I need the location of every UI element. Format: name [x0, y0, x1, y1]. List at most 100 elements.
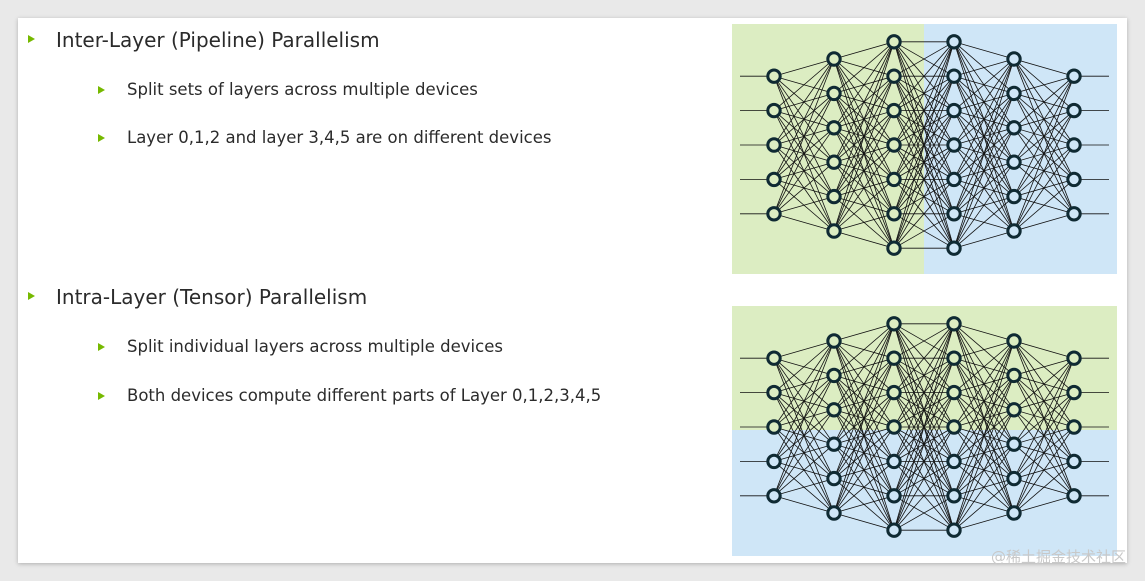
bullet-arrow-icon	[28, 35, 35, 43]
neuron-node	[886, 102, 902, 119]
connection	[833, 144, 895, 232]
neuron-node	[766, 68, 782, 84]
neuron-node	[886, 206, 902, 222]
connection	[953, 478, 1015, 531]
connection	[773, 478, 835, 497]
connection	[1013, 76, 1075, 197]
neuron-node	[1006, 367, 1022, 384]
neuron-node	[766, 350, 782, 366]
neuron-node	[946, 350, 962, 366]
neuron-node	[1006, 154, 1022, 170]
connection	[833, 323, 895, 342]
neuron-node	[766, 453, 782, 470]
connection	[773, 58, 835, 180]
neuron-node	[886, 316, 902, 332]
connection	[893, 323, 955, 393]
neuron-node	[1066, 206, 1082, 222]
connection	[773, 375, 835, 496]
connection	[893, 426, 955, 531]
connection	[773, 58, 835, 146]
connection	[1013, 358, 1075, 479]
watermark: @稀土掘金技术社区	[990, 548, 1126, 566]
connection	[953, 58, 1015, 180]
connection	[833, 392, 895, 514]
connection	[833, 461, 895, 514]
connection	[953, 340, 1015, 462]
neuron-node	[886, 171, 902, 188]
connection	[1013, 357, 1075, 445]
neuron-node	[1006, 188, 1022, 205]
neuron-node	[946, 453, 962, 470]
connection	[953, 58, 1015, 111]
connection	[833, 41, 895, 94]
neuron-node	[1006, 470, 1022, 487]
connection	[893, 323, 955, 428]
neuron-node	[946, 171, 962, 188]
neuron-node	[946, 206, 962, 222]
neuron-node	[826, 154, 842, 170]
connection	[773, 409, 835, 497]
connection	[1013, 110, 1075, 232]
neuron-node	[946, 384, 962, 401]
connection	[893, 392, 955, 531]
connection	[953, 375, 1015, 531]
neuron-node	[826, 333, 842, 349]
neuron-node	[1066, 102, 1082, 119]
connection	[953, 340, 1015, 393]
neuron-node	[826, 470, 842, 487]
connection	[1013, 144, 1075, 232]
connection	[833, 323, 895, 514]
connection	[1013, 357, 1075, 376]
connection	[833, 323, 895, 376]
connection	[833, 323, 895, 479]
connection	[893, 323, 955, 496]
neuron-node	[886, 34, 902, 50]
connection	[1013, 75, 1075, 129]
connection	[833, 213, 895, 232]
connection	[773, 340, 835, 428]
connection	[773, 161, 835, 215]
neuron-node	[826, 402, 842, 418]
bullet-tensor-1: Split individual layers across multiple …	[127, 337, 503, 356]
neuron-node	[766, 171, 782, 188]
connection	[773, 93, 835, 214]
neuron-node	[1066, 68, 1082, 84]
connection	[893, 41, 955, 111]
neuron-node	[826, 120, 842, 136]
neuron-node	[1066, 384, 1082, 401]
section-heading-tensor: Intra-Layer (Tensor) Parallelism	[56, 285, 368, 309]
edges	[740, 323, 1109, 531]
neuron-node	[826, 188, 842, 205]
neuron-node	[886, 240, 902, 256]
connection	[773, 213, 835, 232]
neuron-node	[1006, 333, 1022, 349]
connection	[773, 495, 835, 514]
connection	[773, 196, 835, 215]
connection	[833, 323, 895, 445]
neuron-node	[826, 367, 842, 384]
neuron-node	[1006, 120, 1022, 136]
neuron-node	[826, 505, 842, 521]
connection	[953, 196, 1015, 249]
connection	[953, 230, 1015, 249]
neuron-node	[946, 102, 962, 119]
connection	[833, 323, 895, 411]
neuron-node	[1006, 223, 1022, 239]
neuron-node	[886, 453, 902, 470]
connection	[833, 426, 895, 514]
bullet-pipeline-2: Layer 0,1,2 and layer 3,4,5 are on diffe…	[127, 128, 552, 147]
nodes	[766, 316, 1082, 538]
connection	[893, 41, 955, 214]
neuron-node	[826, 51, 842, 67]
neuron-node	[946, 522, 962, 538]
neuron-node	[946, 137, 962, 153]
neuron-node	[886, 419, 902, 435]
connection	[893, 41, 955, 180]
connection	[773, 340, 835, 496]
connection	[833, 179, 895, 232]
connection	[1013, 75, 1075, 94]
connection	[833, 110, 895, 232]
connection	[833, 358, 895, 514]
connection	[893, 323, 955, 359]
neuron-node	[766, 137, 782, 153]
